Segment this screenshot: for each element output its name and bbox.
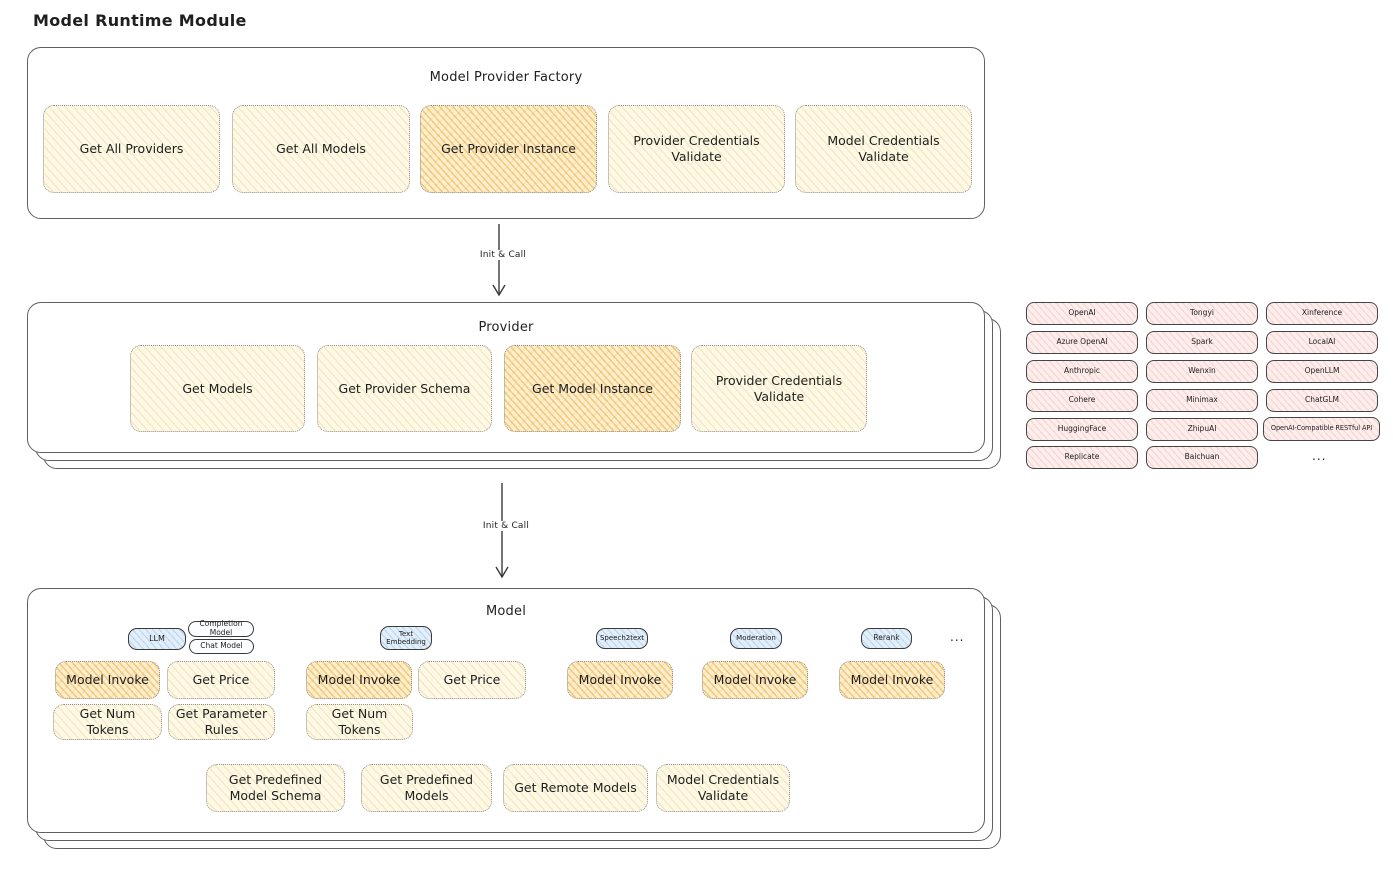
model-op-embedding-get-num-tokens: Get Num Tokens xyxy=(306,704,413,740)
provider-chip-huggingface: HuggingFace xyxy=(1026,418,1138,441)
model-tab-llm: LLM xyxy=(128,628,186,650)
model-tab-chat-model: Chat Model xyxy=(189,639,254,654)
model-tab-moderation: Moderation xyxy=(730,628,782,649)
provider-chip-tongyi: Tongyi xyxy=(1146,302,1258,325)
init-call-label-2: Init & Call xyxy=(473,521,539,531)
model-op-embedding-model-invoke: Model Invoke xyxy=(306,661,412,699)
provider-chip-baichuan: Baichuan xyxy=(1146,446,1258,469)
init-call-arrow-2 xyxy=(495,483,509,579)
provider-chip-spark: Spark xyxy=(1146,331,1258,354)
provider-op-get-provider-schema: Get Provider Schema xyxy=(317,345,492,432)
provider-chip-minimax: Minimax xyxy=(1146,389,1258,412)
model-op-embedding-get-price: Get Price xyxy=(418,661,526,699)
model-op-speech2text-model-invoke: Model Invoke xyxy=(567,661,673,699)
provider-chip-cohere: Cohere xyxy=(1026,389,1138,412)
factory-op-get-all-providers: Get All Providers xyxy=(43,105,220,193)
init-call-arrow-1 xyxy=(492,224,506,297)
provider-op-get-model-instance: Get Model Instance xyxy=(504,345,681,432)
model-tab-speech2text: Speech2text xyxy=(596,628,648,649)
provider-chip-chatglm: ChatGLM xyxy=(1266,389,1378,412)
provider-chip-openllm: OpenLLM xyxy=(1266,360,1378,383)
factory-op-provider-credentials-validate: Provider Credentials Validate xyxy=(608,105,785,193)
model-tabs-ellipsis: ... xyxy=(950,630,965,644)
factory-op-get-all-models: Get All Models xyxy=(232,105,410,193)
model-op-get-predefined-models: Get Predefined Models xyxy=(361,764,492,812)
model-op-rerank-model-invoke: Model Invoke xyxy=(839,661,945,699)
providers-grid-ellipsis: ... xyxy=(1312,449,1327,463)
provider-chip-wenxin: Wenxin xyxy=(1146,360,1258,383)
factory-op-get-provider-instance: Get Provider Instance xyxy=(420,105,597,193)
factory-op-model-credentials-validate: Model Credentials Validate xyxy=(795,105,972,193)
model-op-llm-get-parameter-rules: Get Parameter Rules xyxy=(168,704,275,740)
model-op-llm-model-invoke: Model Invoke xyxy=(55,661,160,699)
provider-chip-openai-compatible-restful-api: OpenAI-Compatible RESTful API xyxy=(1263,417,1380,441)
model-op-model-credentials-validate: Model Credentials Validate xyxy=(656,764,790,812)
provider-title: Provider xyxy=(478,320,534,335)
provider-chip-anthropic: Anthropic xyxy=(1026,360,1138,383)
model-tab-rerank: Rerank xyxy=(861,628,912,649)
provider-op-provider-credentials-validate: Provider Credentials Validate xyxy=(691,345,867,432)
model-op-get-remote-models: Get Remote Models xyxy=(503,764,648,812)
model-tab-completion-model: Completion Model xyxy=(188,620,254,637)
model-op-moderation-model-invoke: Model Invoke xyxy=(702,661,808,699)
provider-chip-localai: LocalAI xyxy=(1266,331,1378,354)
provider-chip-azure-openai: Azure OpenAI xyxy=(1026,331,1138,354)
provider-chip-replicate: Replicate xyxy=(1026,446,1138,469)
provider-chip-zhipuai: ZhipuAI xyxy=(1146,418,1258,441)
model-op-llm-get-num-tokens: Get Num Tokens xyxy=(53,704,162,740)
provider-op-get-models: Get Models xyxy=(130,345,305,432)
model-tab-text-embedding: Text Embedding xyxy=(380,626,432,650)
model-op-llm-get-price: Get Price xyxy=(167,661,275,699)
init-call-label-1: Init & Call xyxy=(470,250,536,260)
model-op-get-predefined-model-schema: Get Predefined Model Schema xyxy=(206,764,345,812)
provider-chip-xinference: Xinference xyxy=(1266,302,1378,325)
diagram-title: Model Runtime Module xyxy=(33,11,247,30)
model-title: Model xyxy=(485,604,527,619)
provider-chip-openai: OpenAI xyxy=(1026,302,1138,325)
factory-title: Model Provider Factory xyxy=(429,70,583,85)
